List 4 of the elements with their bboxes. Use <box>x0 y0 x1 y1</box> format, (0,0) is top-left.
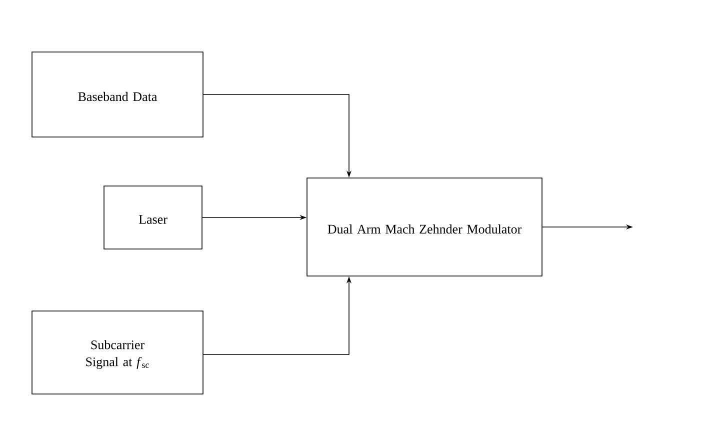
block-box: Dual Arm Mach Zehnder Modulator <box>306 178 542 276</box>
block-box: Subcarrier Signal at f$_{sc}$ <box>32 310 204 394</box>
block-box: Laser <box>104 186 202 250</box>
block-box: Baseband Data <box>32 52 204 138</box>
